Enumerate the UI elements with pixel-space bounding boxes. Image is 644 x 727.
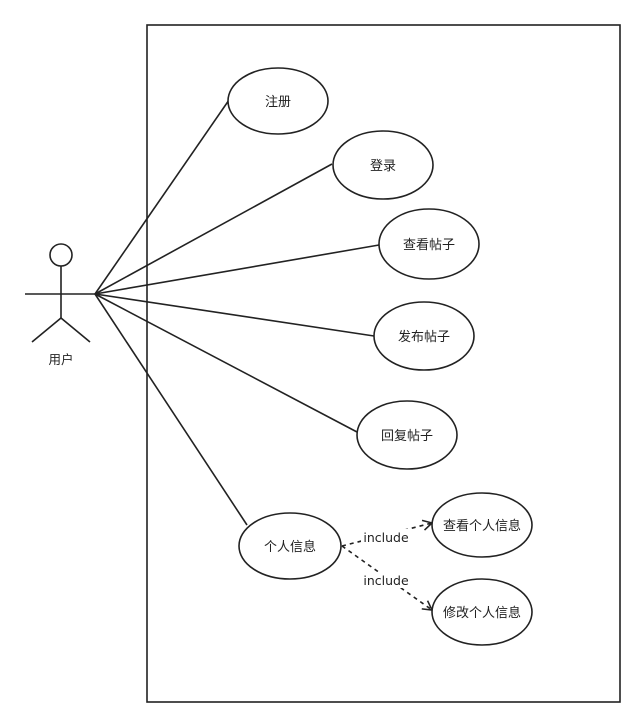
use-case-publish-post-label: 发布帖子 — [398, 329, 450, 345]
use-case-view-post-label: 查看帖子 — [403, 237, 455, 253]
association-login — [94, 163, 333, 295]
association-reply-post — [94, 293, 358, 433]
system-boundary — [146, 24, 621, 703]
associations — [94, 99, 380, 526]
actor-user — [25, 243, 97, 343]
include-edit-personal-info — [341, 545, 434, 611]
association-register — [94, 99, 230, 295]
use-case-publish-post — [373, 301, 475, 371]
use-case-edit-personal-info — [431, 578, 533, 646]
include-label-bg-2 — [361, 572, 411, 588]
actor-head — [49, 243, 73, 267]
actor-label: 用户 — [48, 352, 73, 367]
include-label-bg-1 — [361, 529, 411, 545]
use-case-login — [332, 130, 434, 200]
actor-right-leg — [60, 317, 91, 343]
use-case-view-post — [378, 208, 480, 280]
use-case-view-personal-info — [431, 492, 533, 558]
use-case-reply-post-label: 回复帖子 — [381, 429, 433, 444]
use-case-personal-info — [238, 512, 342, 580]
include-relations — [341, 519, 434, 611]
use-case-register — [227, 67, 329, 135]
include-label-view: include — [363, 530, 409, 545]
use-case-personal-info-label: 个人信息 — [264, 539, 316, 555]
association-personal-info — [94, 293, 248, 526]
use-case-view-personal-info-label: 查看个人信息 — [443, 518, 521, 534]
include-label-edit: include — [363, 573, 409, 588]
association-view-post — [94, 244, 380, 295]
actor-left-leg — [31, 317, 62, 343]
association-publish-post — [94, 293, 375, 337]
use-case-login-label: 登录 — [370, 159, 396, 174]
use-case-edit-personal-info-label: 修改个人信息 — [443, 605, 521, 621]
use-case-register-label: 注册 — [265, 95, 291, 110]
use-case-reply-post — [356, 400, 458, 470]
